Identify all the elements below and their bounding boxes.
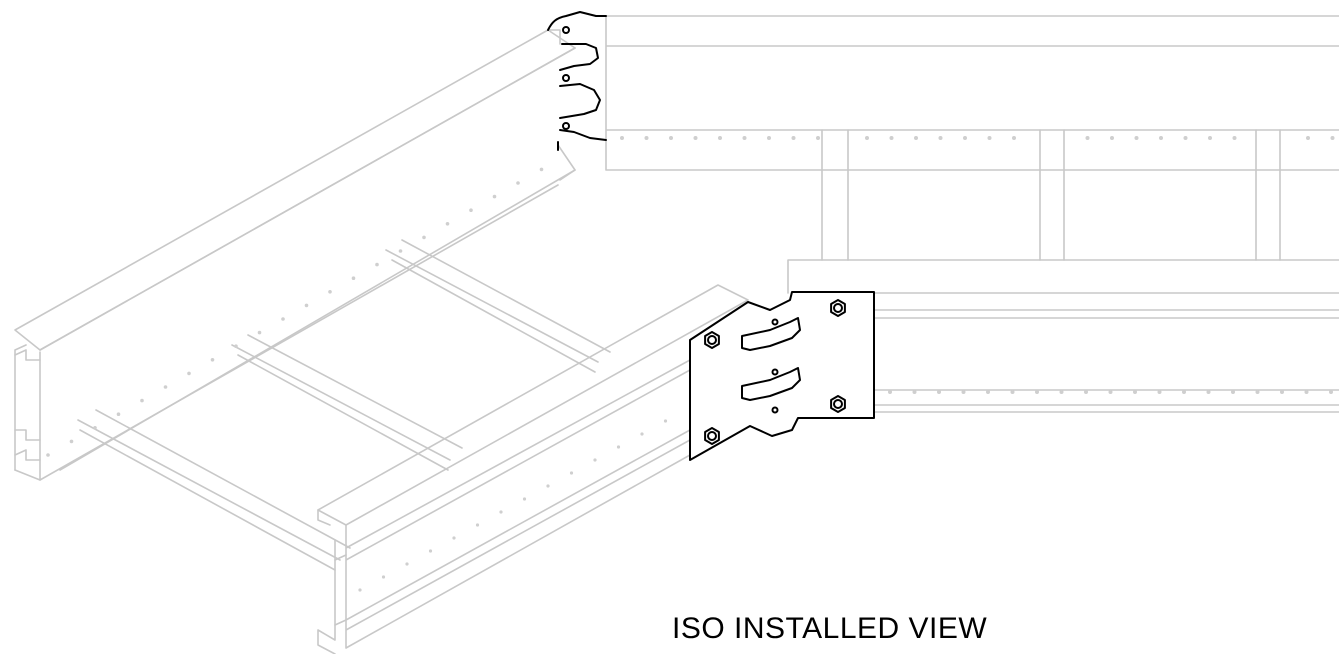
perforation-hole <box>522 497 527 501</box>
cable-tray-ladder-left <box>14 29 749 654</box>
perforation-hole <box>187 371 191 376</box>
perforation-hole <box>1085 136 1090 140</box>
perforation-hole <box>663 419 668 423</box>
perforation-hole <box>375 262 379 267</box>
perforation-hole <box>1231 390 1235 394</box>
perforation-hole <box>987 136 992 140</box>
perforation-hole <box>742 136 747 140</box>
perforation-hole <box>1108 390 1113 394</box>
perforation-hole <box>1232 136 1237 140</box>
perforation-hole <box>428 549 433 553</box>
perforation-hole <box>693 136 698 140</box>
perforation-hole <box>1206 390 1211 394</box>
perforation-hole <box>304 303 309 308</box>
perforation-hole <box>1182 390 1186 394</box>
perforation-hole <box>718 136 722 140</box>
perforation-hole <box>516 181 520 185</box>
perforation-hole <box>888 390 892 394</box>
perforation-hole <box>914 136 918 140</box>
perforation-hole <box>640 432 644 436</box>
perforation-hole <box>1329 390 1333 394</box>
perforation-hole <box>986 390 990 394</box>
perforation-hole <box>328 290 332 294</box>
perforation-hole <box>1110 136 1114 140</box>
perforation-hole <box>1208 136 1212 140</box>
perforation-hole <box>546 484 550 488</box>
perforation-hole <box>865 136 869 140</box>
perforation-hole <box>69 439 74 444</box>
perforation-hole <box>475 523 480 527</box>
perforation-hole <box>937 390 941 394</box>
perforation-hole <box>422 235 426 240</box>
perforation-hole <box>210 358 215 362</box>
perforation-hole <box>593 458 597 462</box>
perforation-hole <box>445 222 450 226</box>
perforation-hole <box>398 249 403 253</box>
perforation-hole <box>644 136 649 140</box>
perforation-hole <box>381 575 386 579</box>
perforation-hole <box>1084 390 1088 394</box>
bolt-head <box>707 335 717 345</box>
perforation-hole <box>938 136 943 140</box>
perforation-hole <box>469 208 473 212</box>
perforation-hole <box>351 276 356 281</box>
perforation-hole <box>1306 136 1310 140</box>
perforation-hole <box>492 194 497 199</box>
perforation-hole <box>1330 136 1335 140</box>
perforation-hole <box>1159 136 1163 140</box>
perforation-hole <box>1304 390 1309 394</box>
perforation-hole <box>46 453 50 457</box>
perforation-hole <box>257 330 262 335</box>
perforation-hole <box>452 536 456 540</box>
perforation-hole <box>405 562 409 566</box>
perforation-hole <box>140 398 144 403</box>
perforation-hole <box>1255 390 1260 394</box>
perforation-hole <box>1134 136 1139 140</box>
perforation-hole <box>791 136 796 140</box>
upper-splice-plate <box>547 11 607 151</box>
perforation-hole <box>767 136 771 140</box>
perforation-hole <box>1012 136 1016 140</box>
perforation-hole <box>234 344 238 349</box>
perforation-hole <box>669 136 673 140</box>
perforation-hole <box>539 167 544 172</box>
perforation-hole <box>93 426 97 430</box>
perforation-hole <box>1183 136 1188 140</box>
bolt-head <box>833 399 843 409</box>
perforation-hole <box>1010 390 1015 394</box>
perforation-hole <box>1157 390 1162 394</box>
perforation-hole <box>163 385 168 389</box>
perforation-hole <box>816 136 820 140</box>
perforation-hole <box>1059 390 1064 394</box>
perforation-hole <box>358 588 362 592</box>
perforation-hole <box>961 390 966 394</box>
perforation-hole <box>912 390 917 394</box>
bolt-head <box>707 431 717 441</box>
perforation-hole <box>499 510 503 514</box>
perforation-hole <box>1035 390 1039 394</box>
perforation-hole <box>620 136 624 140</box>
perforation-hole <box>616 445 621 449</box>
perforation-hole <box>281 317 285 321</box>
perforation-hole <box>569 471 574 475</box>
perforation-hole <box>1133 390 1137 394</box>
cable-tray-ladder-right <box>605 15 1339 413</box>
perforation-hole <box>963 136 967 140</box>
bolt-head <box>833 303 843 313</box>
perforation-hole <box>1280 390 1284 394</box>
perforation-hole <box>116 412 121 417</box>
perforation-hole <box>889 136 894 140</box>
lower-splice-plate <box>689 291 875 461</box>
drawing-caption: ISO INSTALLED VIEW <box>672 612 988 645</box>
